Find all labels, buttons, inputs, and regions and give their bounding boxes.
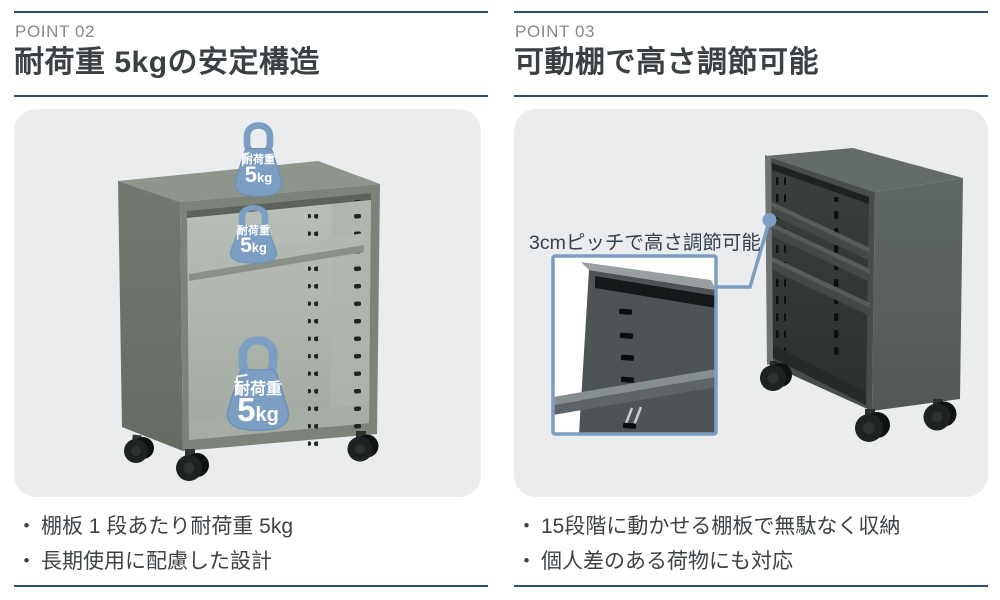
bullet-item: ・15段階に動かせる棚板で無駄なく収納 xyxy=(516,509,900,544)
caster-wheel xyxy=(855,409,890,442)
section-title: 可動棚で高さ調節可能 xyxy=(514,46,819,79)
point-label: POINT 02 xyxy=(15,22,96,41)
feature-bullets: ・15段階に動かせる棚板で無駄なく収納 ・個人差のある荷物にも対応 xyxy=(516,509,900,579)
weight-icon xyxy=(226,336,290,432)
top-divider xyxy=(14,11,488,13)
bottom-divider xyxy=(514,585,988,587)
load-capacity-badge: 耐荷重 5kg xyxy=(232,122,285,200)
cart-left-side-panel xyxy=(118,181,183,451)
caster-wheel xyxy=(124,434,154,463)
callout-point-marker xyxy=(762,213,777,227)
shelf-board-edge xyxy=(189,245,364,281)
cart-top-inner-shadow xyxy=(772,163,869,204)
cart-front-edge-highlight xyxy=(765,155,773,365)
weight-icon xyxy=(234,122,283,197)
caster-wheel xyxy=(760,361,792,391)
shelf-cart-illustration xyxy=(118,161,380,481)
callout-border xyxy=(551,254,718,436)
cart-interior-right-wall xyxy=(330,193,371,427)
load-capacity-badge: 耐荷重 5kg xyxy=(223,336,293,435)
shelf-cart-illustration xyxy=(760,148,963,442)
cart-top-inner-shadow xyxy=(187,193,371,218)
point-label: POINT 03 xyxy=(515,22,596,41)
cart-right-side-panel xyxy=(872,178,963,411)
movable-shelf xyxy=(770,256,870,316)
load-capacity-value: 5kg xyxy=(237,391,279,428)
shelf-pitch-callout-box xyxy=(551,254,718,436)
shelf-slot-holes-column xyxy=(354,200,364,440)
section-point-02: POINT 02 耐荷重 5kgの安定構造 xyxy=(14,0,488,600)
bullet-text: 長期使用に配慮した設計 xyxy=(41,550,272,573)
bullet-marker: ・ xyxy=(16,515,37,538)
shelf-slot-holes-column xyxy=(833,197,843,357)
movable-shelf xyxy=(770,222,870,282)
bottom-divider xyxy=(14,585,488,587)
load-capacity-label: 耐荷重 xyxy=(237,225,270,237)
caster-wheel xyxy=(923,399,957,431)
bullet-text: 個人差のある荷物にも対応 xyxy=(541,550,793,573)
bullet-item: ・棚板 1 段あたり耐荷重 5kg xyxy=(16,509,293,544)
callout-connector-line xyxy=(716,221,771,289)
cart-top-face xyxy=(766,148,963,192)
movable-shelf xyxy=(770,201,870,261)
bullet-marker: ・ xyxy=(16,550,37,573)
load-capacity-value: 5kg xyxy=(240,234,267,257)
shelf-slot-holes-column xyxy=(776,171,786,351)
feature-bullets: ・棚板 1 段あたり耐荷重 5kg ・長期使用に配慮した設計 xyxy=(16,509,293,579)
bullet-item: ・長期使用に配慮した設計 xyxy=(16,544,293,579)
bullet-item: ・個人差のある荷物にも対応 xyxy=(516,544,900,579)
top-divider xyxy=(514,11,988,13)
bullet-marker: ・ xyxy=(516,550,537,573)
load-capacity-label: 耐荷重 xyxy=(233,381,282,398)
bullet-text: 棚板 1 段あたり耐荷重 5kg xyxy=(41,515,294,538)
pitch-annotation-label: 3cmピッチで高さ調節可能 xyxy=(529,232,761,254)
callout-shelf-board xyxy=(553,369,716,405)
title-divider xyxy=(14,95,488,97)
caster-wheel xyxy=(176,449,209,481)
load-capacity-badge: 耐荷重 5kg xyxy=(227,205,280,266)
caster-wheel xyxy=(347,431,379,462)
cart-interior-floor xyxy=(773,345,866,405)
product-image-panel: 3cmピッチで高さ調節可能 xyxy=(514,109,988,497)
bullet-text: 15段階に動かせる棚板で無駄なく収納 xyxy=(541,515,901,538)
section-point-03: POINT 03 可動棚で高さ調節可能 xyxy=(514,0,988,600)
section-title: 耐荷重 5kgの安定構造 xyxy=(14,46,321,79)
callout-detail-image xyxy=(553,262,716,434)
load-capacity-value: 5kg xyxy=(244,162,273,187)
title-divider xyxy=(514,95,988,97)
shelf-slot-holes-column xyxy=(308,204,318,454)
weight-icon xyxy=(229,205,278,264)
product-image-panel: 耐荷重 5kg 耐荷重 5kg 耐荷重 5kg xyxy=(14,109,481,497)
load-capacity-label: 耐荷重 xyxy=(242,154,275,166)
bullet-marker: ・ xyxy=(516,515,537,538)
adjustable-shelf-illustration xyxy=(551,148,963,442)
